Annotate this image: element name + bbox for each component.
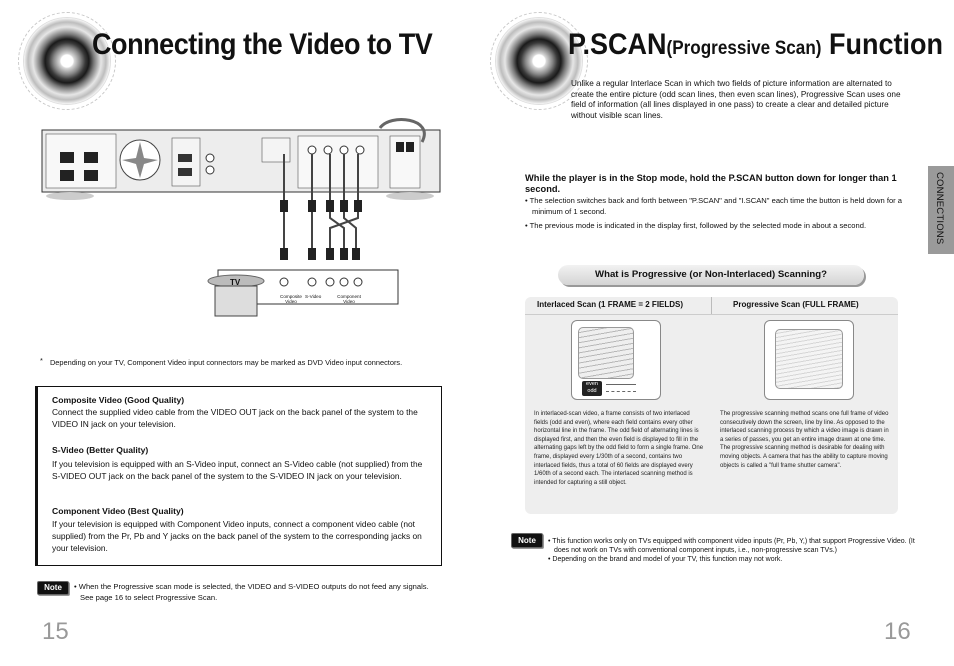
- note-badge-left: Note: [37, 581, 69, 595]
- footnote-marker: *: [40, 356, 43, 365]
- intro-paragraph: Unlike a regular Interlace Scan in which…: [571, 79, 901, 120]
- interlaced-heading: Interlaced Scan (1 FRAME = 2 FIELDS): [537, 300, 684, 309]
- tv-label: TV: [230, 278, 241, 287]
- note-left-text: When the Progressive scan mode is select…: [78, 582, 429, 602]
- progressive-text: The progressive scanning method scans on…: [720, 411, 889, 469]
- speaker-logo-icon: [490, 12, 588, 110]
- progressive-heading: Progressive Scan (FULL FRAME): [733, 300, 859, 309]
- svideo-heading: S-Video (Better Quality): [52, 445, 149, 455]
- title-pscan: P.SCAN: [568, 28, 667, 61]
- bullet-2: The previous mode is indicated in the di…: [529, 220, 867, 230]
- speaker-logo-icon: [18, 12, 116, 110]
- composite-body: Connect the supplied video cable from th…: [52, 407, 418, 430]
- svideo-body: If you television is equipped with an S-…: [52, 459, 423, 482]
- component-body: If your television is equipped with Comp…: [52, 519, 422, 554]
- note-left: • When the Progressive scan mode is sele…: [74, 582, 429, 602]
- jack-label-component: Component Video: [337, 294, 361, 304]
- note-right-1: This function works only on TVs equipped…: [552, 538, 915, 555]
- interlaced-tv-icon: even odd: [571, 320, 661, 400]
- instruction-heading: While the player is in the Stop mode, ho…: [525, 173, 897, 194]
- page-title-right: P.SCAN(Progressive Scan) Function: [568, 28, 943, 62]
- even-tag: even: [586, 381, 598, 387]
- footnote-text: Depending on your TV, Component Video in…: [49, 358, 403, 367]
- connections-tab: CONNECTIONS: [928, 166, 954, 254]
- title-function: Function: [828, 28, 943, 61]
- jack-label-composite: Composite Video: [280, 294, 302, 304]
- progressive-tv-icon: [764, 320, 854, 400]
- bullet-1: The selection switches back and forth be…: [529, 196, 903, 216]
- note-right: • This function works only on TVs equipp…: [548, 538, 915, 564]
- note-right-2: Depending on the brand and model of your…: [552, 556, 783, 564]
- scan-column-divider: [711, 297, 712, 315]
- jack-label-svideo: S-Video: [305, 294, 322, 299]
- interlaced-text: In interlaced-scan video, a frame consis…: [534, 411, 704, 486]
- odd-tag: odd: [587, 388, 597, 394]
- scan-header-rule: [525, 314, 898, 315]
- tv-icon: [207, 274, 265, 317]
- footnote: * Depending on your TV, Component Video …: [40, 356, 403, 367]
- side-tab-label: CONNECTIONS: [934, 172, 945, 245]
- title-paren: (Progressive Scan): [666, 38, 822, 59]
- instruction-bullets: • The selection switches back and forth …: [525, 196, 903, 230]
- component-heading: Component Video (Best Quality): [52, 506, 184, 516]
- note-badge-right: Note: [511, 533, 543, 548]
- page-number-left: 15: [42, 618, 69, 645]
- composite-heading: Composite Video (Good Quality): [52, 395, 185, 405]
- page-title-left: Connecting the Video to TV: [92, 28, 433, 61]
- dvd-receiver-back-panel-diagram: [41, 118, 441, 317]
- video-quality-box: [35, 386, 442, 566]
- page-number-right: 16: [884, 618, 911, 645]
- question-pill: What is Progressive (or Non-Interlaced) …: [558, 265, 864, 285]
